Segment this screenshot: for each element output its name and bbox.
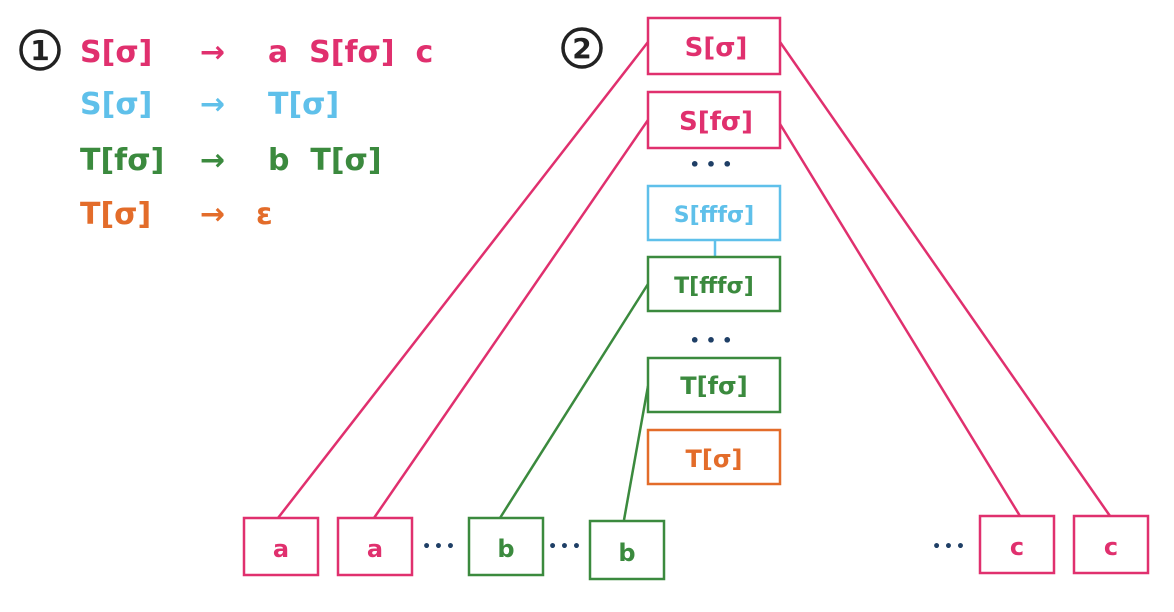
node-t-sigma: T[σ] (646, 428, 782, 486)
node-t-sigma-label: T[σ] (686, 445, 743, 473)
leaf-c2-label: c (1104, 533, 1118, 561)
rule-2-lhs: S[σ] (80, 87, 152, 122)
leaf-b2: b (588, 519, 666, 581)
leaf-b2-label: b (618, 539, 635, 567)
rule-2-arrow: → (200, 87, 225, 122)
leaf-c2: c (1072, 514, 1150, 575)
edge-s-sigma-to-c2 (778, 41, 1112, 517)
leaf-b1: b (467, 516, 545, 577)
section-label-1: 1 (30, 34, 49, 67)
edge-s-f-sigma-to-c1 (778, 123, 1022, 517)
rule-1-arrow: → (200, 35, 225, 70)
leaf-c1: c (978, 514, 1056, 575)
node-t-fff-sigma-label: T[fffσ] (674, 274, 754, 299)
rule-3-rhs: b T[σ] (268, 143, 382, 178)
rule-1: S[σ] → a S[fσ] c (80, 35, 433, 70)
section-marker-1: 1 (19, 29, 61, 71)
leaf-nodes: a a ••• b ••• b ••• c c (242, 514, 1150, 581)
tree-edges (277, 41, 1112, 521)
node-s-fff-sigma-label: S[fffσ] (674, 203, 754, 228)
rule-4: T[σ] → ε (80, 197, 273, 232)
rule-2: S[σ] → T[σ] (80, 87, 339, 122)
section-marker-2: 2 (561, 27, 603, 69)
leaf-b1-label: b (497, 535, 514, 563)
node-t-f-sigma: T[fσ] (646, 356, 782, 414)
edge-s-f-sigma-to-a2 (372, 119, 650, 519)
leaf-a1: a (242, 516, 320, 577)
ellipsis-middle: ••• (690, 331, 739, 350)
node-t-fff-sigma: T[fffσ] (646, 255, 782, 313)
rule-1-rhs: a S[fσ] c (268, 35, 433, 70)
leaf-a1-label: a (273, 535, 289, 563)
node-s-sigma-label: S[σ] (685, 33, 748, 63)
ellipsis-a-b: ••• (422, 539, 458, 555)
node-s-f-sigma-label: S[fσ] (679, 107, 753, 137)
grammar-rules: S[σ] → a S[fσ] c S[σ] → T[σ] T[fσ] → b T… (80, 35, 433, 232)
ellipsis-b-b: ••• (548, 539, 584, 555)
ellipsis-upper: ••• (690, 155, 739, 174)
rule-1-lhs: S[σ] (80, 35, 152, 70)
edge-t-f-to-b2 (622, 385, 650, 521)
rule-2-rhs: T[σ] (268, 87, 339, 122)
leaf-a2-label: a (367, 535, 383, 563)
edge-t-fff-to-b1 (498, 283, 650, 519)
node-s-sigma: S[σ] (646, 16, 782, 76)
node-t-f-sigma-label: T[fσ] (680, 372, 747, 400)
node-s-f-sigma: S[fσ] (646, 90, 782, 150)
leaf-c1-label: c (1010, 533, 1024, 561)
leaf-a2: a (336, 516, 414, 577)
rule-3-arrow: → (200, 143, 225, 178)
node-s-fff-sigma: S[fffσ] (646, 184, 782, 242)
ellipsis-c: ••• (932, 539, 968, 555)
rule-4-rhs: ε (256, 197, 273, 232)
edge-s-sigma-to-a1 (277, 41, 649, 519)
rule-3-lhs: T[fσ] (80, 143, 164, 178)
tree-nodes: S[σ] S[fσ] ••• S[fffσ] T[fffσ] ••• T[fσ]… (646, 16, 782, 486)
section-label-2: 2 (572, 32, 591, 65)
rule-4-lhs: T[σ] (80, 197, 151, 232)
rule-4-arrow: → (200, 197, 225, 232)
rule-3: T[fσ] → b T[σ] (80, 143, 382, 178)
